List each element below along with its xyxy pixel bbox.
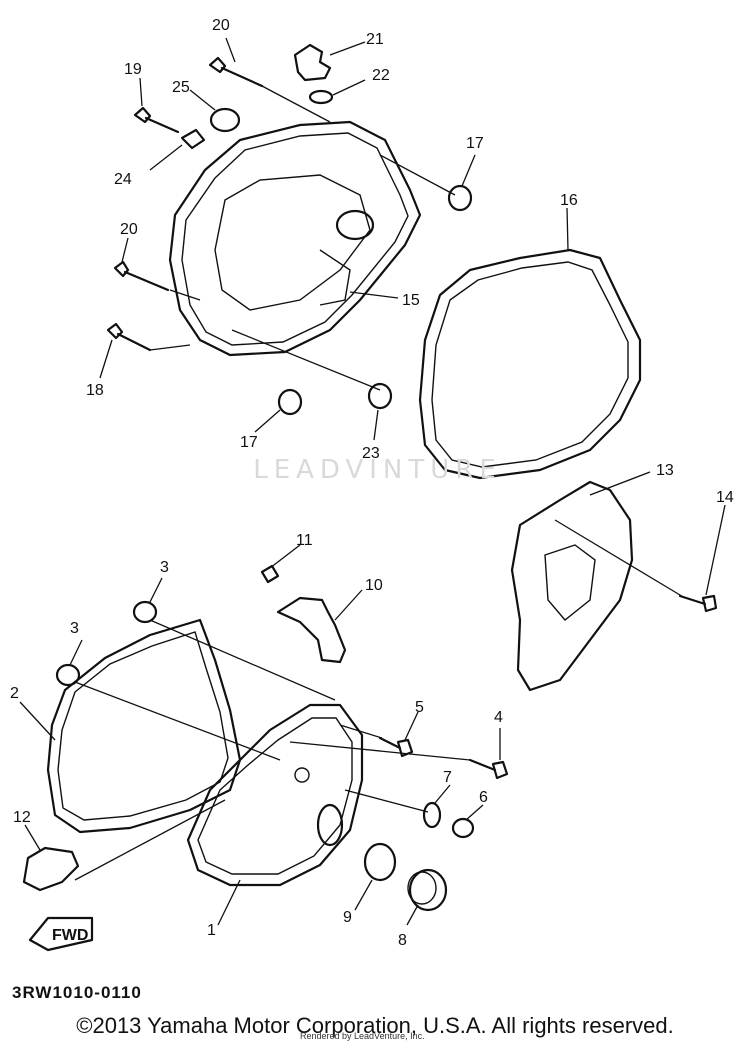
- callout-9: 9: [343, 909, 352, 926]
- fwd-arrow-icon: [28, 916, 94, 952]
- leader-lines: [19, 37, 726, 926]
- plug-6[interactable]: [451, 817, 475, 839]
- bolt-5[interactable]: [378, 736, 414, 758]
- o-ring-22[interactable]: [308, 89, 334, 105]
- callout-20: 20: [212, 17, 230, 34]
- crankcase-cover-1[interactable]: [186, 703, 364, 887]
- callout-24: 24: [114, 171, 132, 188]
- oil-filler-cap-21[interactable]: [293, 43, 332, 82]
- callout-7: 7: [443, 769, 452, 786]
- drawing-code: 3RW1010-0110: [12, 983, 142, 1002]
- watermark-text: LEADVINTURE: [253, 455, 502, 485]
- callout-17-upper: 17: [466, 135, 484, 152]
- o-ring-9[interactable]: [363, 842, 397, 882]
- callout-3-upper: 3: [160, 559, 169, 576]
- crankcase-cover-15[interactable]: [168, 120, 422, 357]
- clip-24[interactable]: [180, 128, 206, 150]
- callout-18: 18: [86, 382, 104, 399]
- callout-13: 13: [656, 462, 674, 479]
- sprocket-cover-13[interactable]: [510, 480, 634, 692]
- callout-20-lower: 20: [120, 221, 138, 238]
- dowel-3-lower[interactable]: [55, 663, 81, 687]
- dowel-17-upper[interactable]: [447, 184, 473, 212]
- collar-23[interactable]: [367, 382, 393, 410]
- o-ring-7[interactable]: [422, 801, 442, 829]
- callout-21: 21: [366, 31, 384, 48]
- callout-labels: 20 21 22 19 25 24 17 16 20 15 18 17 23 1…: [10, 17, 734, 949]
- callout-8: 8: [398, 932, 407, 949]
- bolt-20-upper[interactable]: [208, 56, 264, 88]
- callout-25: 25: [172, 79, 190, 96]
- callout-5: 5: [415, 699, 424, 716]
- bolt-14[interactable]: [678, 594, 718, 613]
- callout-10: 10: [365, 577, 383, 594]
- bolt-19[interactable]: [133, 106, 180, 134]
- callout-23: 23: [362, 445, 380, 462]
- callout-15: 15: [402, 292, 420, 309]
- bolt-18[interactable]: [106, 322, 152, 352]
- fwd-label: FWD: [52, 927, 88, 944]
- bolt-20-lower[interactable]: [113, 260, 170, 292]
- callout-17-lower: 17: [240, 434, 258, 451]
- rendered-by-note: Rendered by LeadVenture, Inc.: [300, 1031, 425, 1041]
- leadventure-watermark: LEADVINTURE: [245, 455, 510, 485]
- dowel-3-upper[interactable]: [132, 600, 158, 624]
- callout-19: 19: [124, 61, 142, 78]
- callout-12: 12: [13, 809, 31, 826]
- callout-1: 1: [207, 922, 216, 939]
- callout-3-lower: 3: [70, 620, 79, 637]
- callout-14: 14: [716, 489, 734, 506]
- gasket-2[interactable]: [46, 618, 242, 834]
- cap-8[interactable]: [407, 868, 448, 912]
- callout-22: 22: [372, 67, 390, 84]
- bolt-11[interactable]: [260, 564, 280, 584]
- callout-11: 11: [296, 532, 313, 549]
- dowel-17-lower[interactable]: [277, 388, 303, 416]
- callout-4: 4: [494, 709, 503, 726]
- callout-6: 6: [479, 789, 488, 806]
- bracket-12[interactable]: [22, 846, 80, 892]
- copyright-notice: ©2013 Yamaha Motor Corporation, U.S.A. A…: [76, 1013, 674, 1038]
- callout-2: 2: [10, 685, 19, 702]
- gasket-16[interactable]: [418, 248, 642, 480]
- callout-16: 16: [560, 192, 578, 209]
- bolt-4[interactable]: [468, 758, 509, 780]
- collar-25[interactable]: [209, 107, 241, 133]
- bracket-10[interactable]: [276, 596, 347, 664]
